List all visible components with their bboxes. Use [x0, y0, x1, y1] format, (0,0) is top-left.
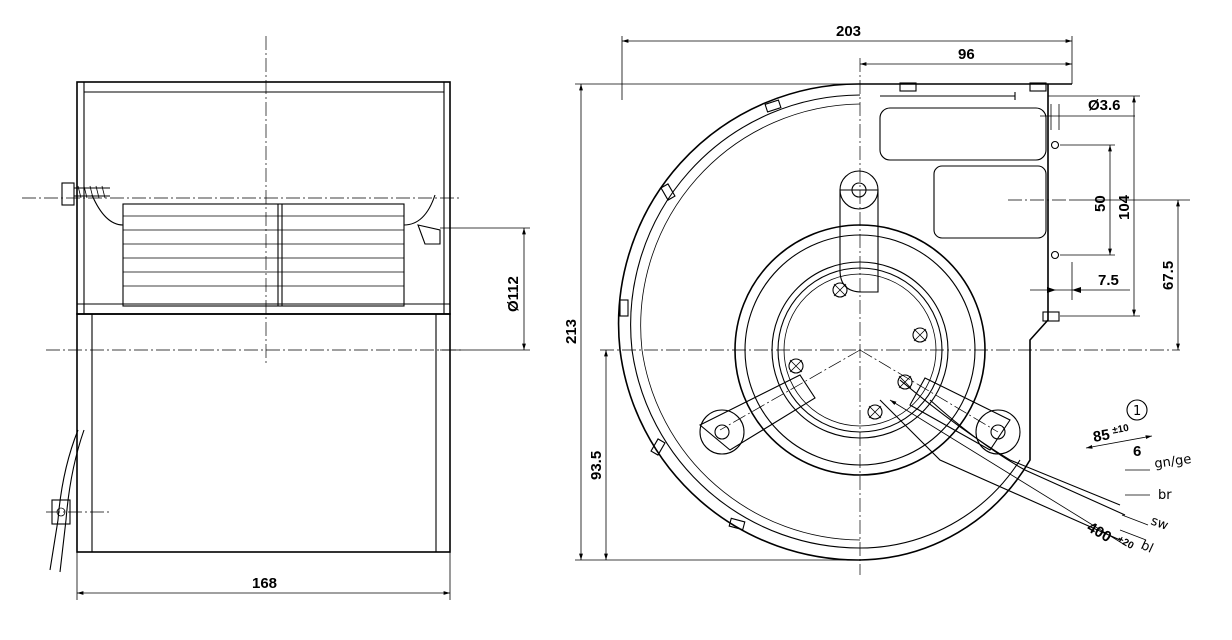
dim-cable-length-tol: +20 [1115, 534, 1136, 552]
callout-number: 1 [1133, 404, 1141, 419]
window-lower [933, 165, 1047, 239]
dim-strip-length-tol: ±10 [1111, 423, 1130, 437]
cable-bundle [879, 379, 1150, 541]
dim-overall-height: 213 [563, 319, 580, 344]
dim-offset-96: 96 [958, 46, 975, 63]
dim-strip-end: 6 [1133, 443, 1141, 460]
dim-side-width: 168 [252, 575, 277, 592]
dim-center-offset: 67.5 [1160, 261, 1177, 290]
dim-hole-diameter: Ø3.6 [1088, 97, 1121, 114]
dim-strip-length: 85 [1092, 426, 1111, 446]
dim-lower-height: 93.5 [588, 451, 605, 480]
wire-label-sw: sw [1149, 514, 1171, 534]
callout-circle [1126, 399, 1148, 421]
dim-diameter-impeller: Ø112 [505, 276, 522, 312]
wire-label-bl: bl [1138, 538, 1155, 557]
motor-screws [788, 282, 928, 420]
dim-hole-spacing: 50 [1092, 195, 1109, 212]
dim-hole-offset: 7.5 [1098, 272, 1119, 289]
mounting-screw [61, 182, 110, 206]
wire-label-br: br [1158, 488, 1172, 503]
wire-label-gn-ge: gn/ge [1153, 452, 1192, 472]
dim-bracket-height: 104 [1116, 194, 1133, 220]
window-upper [879, 107, 1047, 161]
volute-housing [617, 83, 1072, 561]
side-view: Ø112 168 [22, 36, 530, 600]
impeller-blades [122, 203, 405, 307]
front-view: 203 96 213 93.5 Ø3.6 50 104 67.5 7.5 [563, 23, 1192, 575]
dim-overall-width: 203 [836, 23, 861, 40]
